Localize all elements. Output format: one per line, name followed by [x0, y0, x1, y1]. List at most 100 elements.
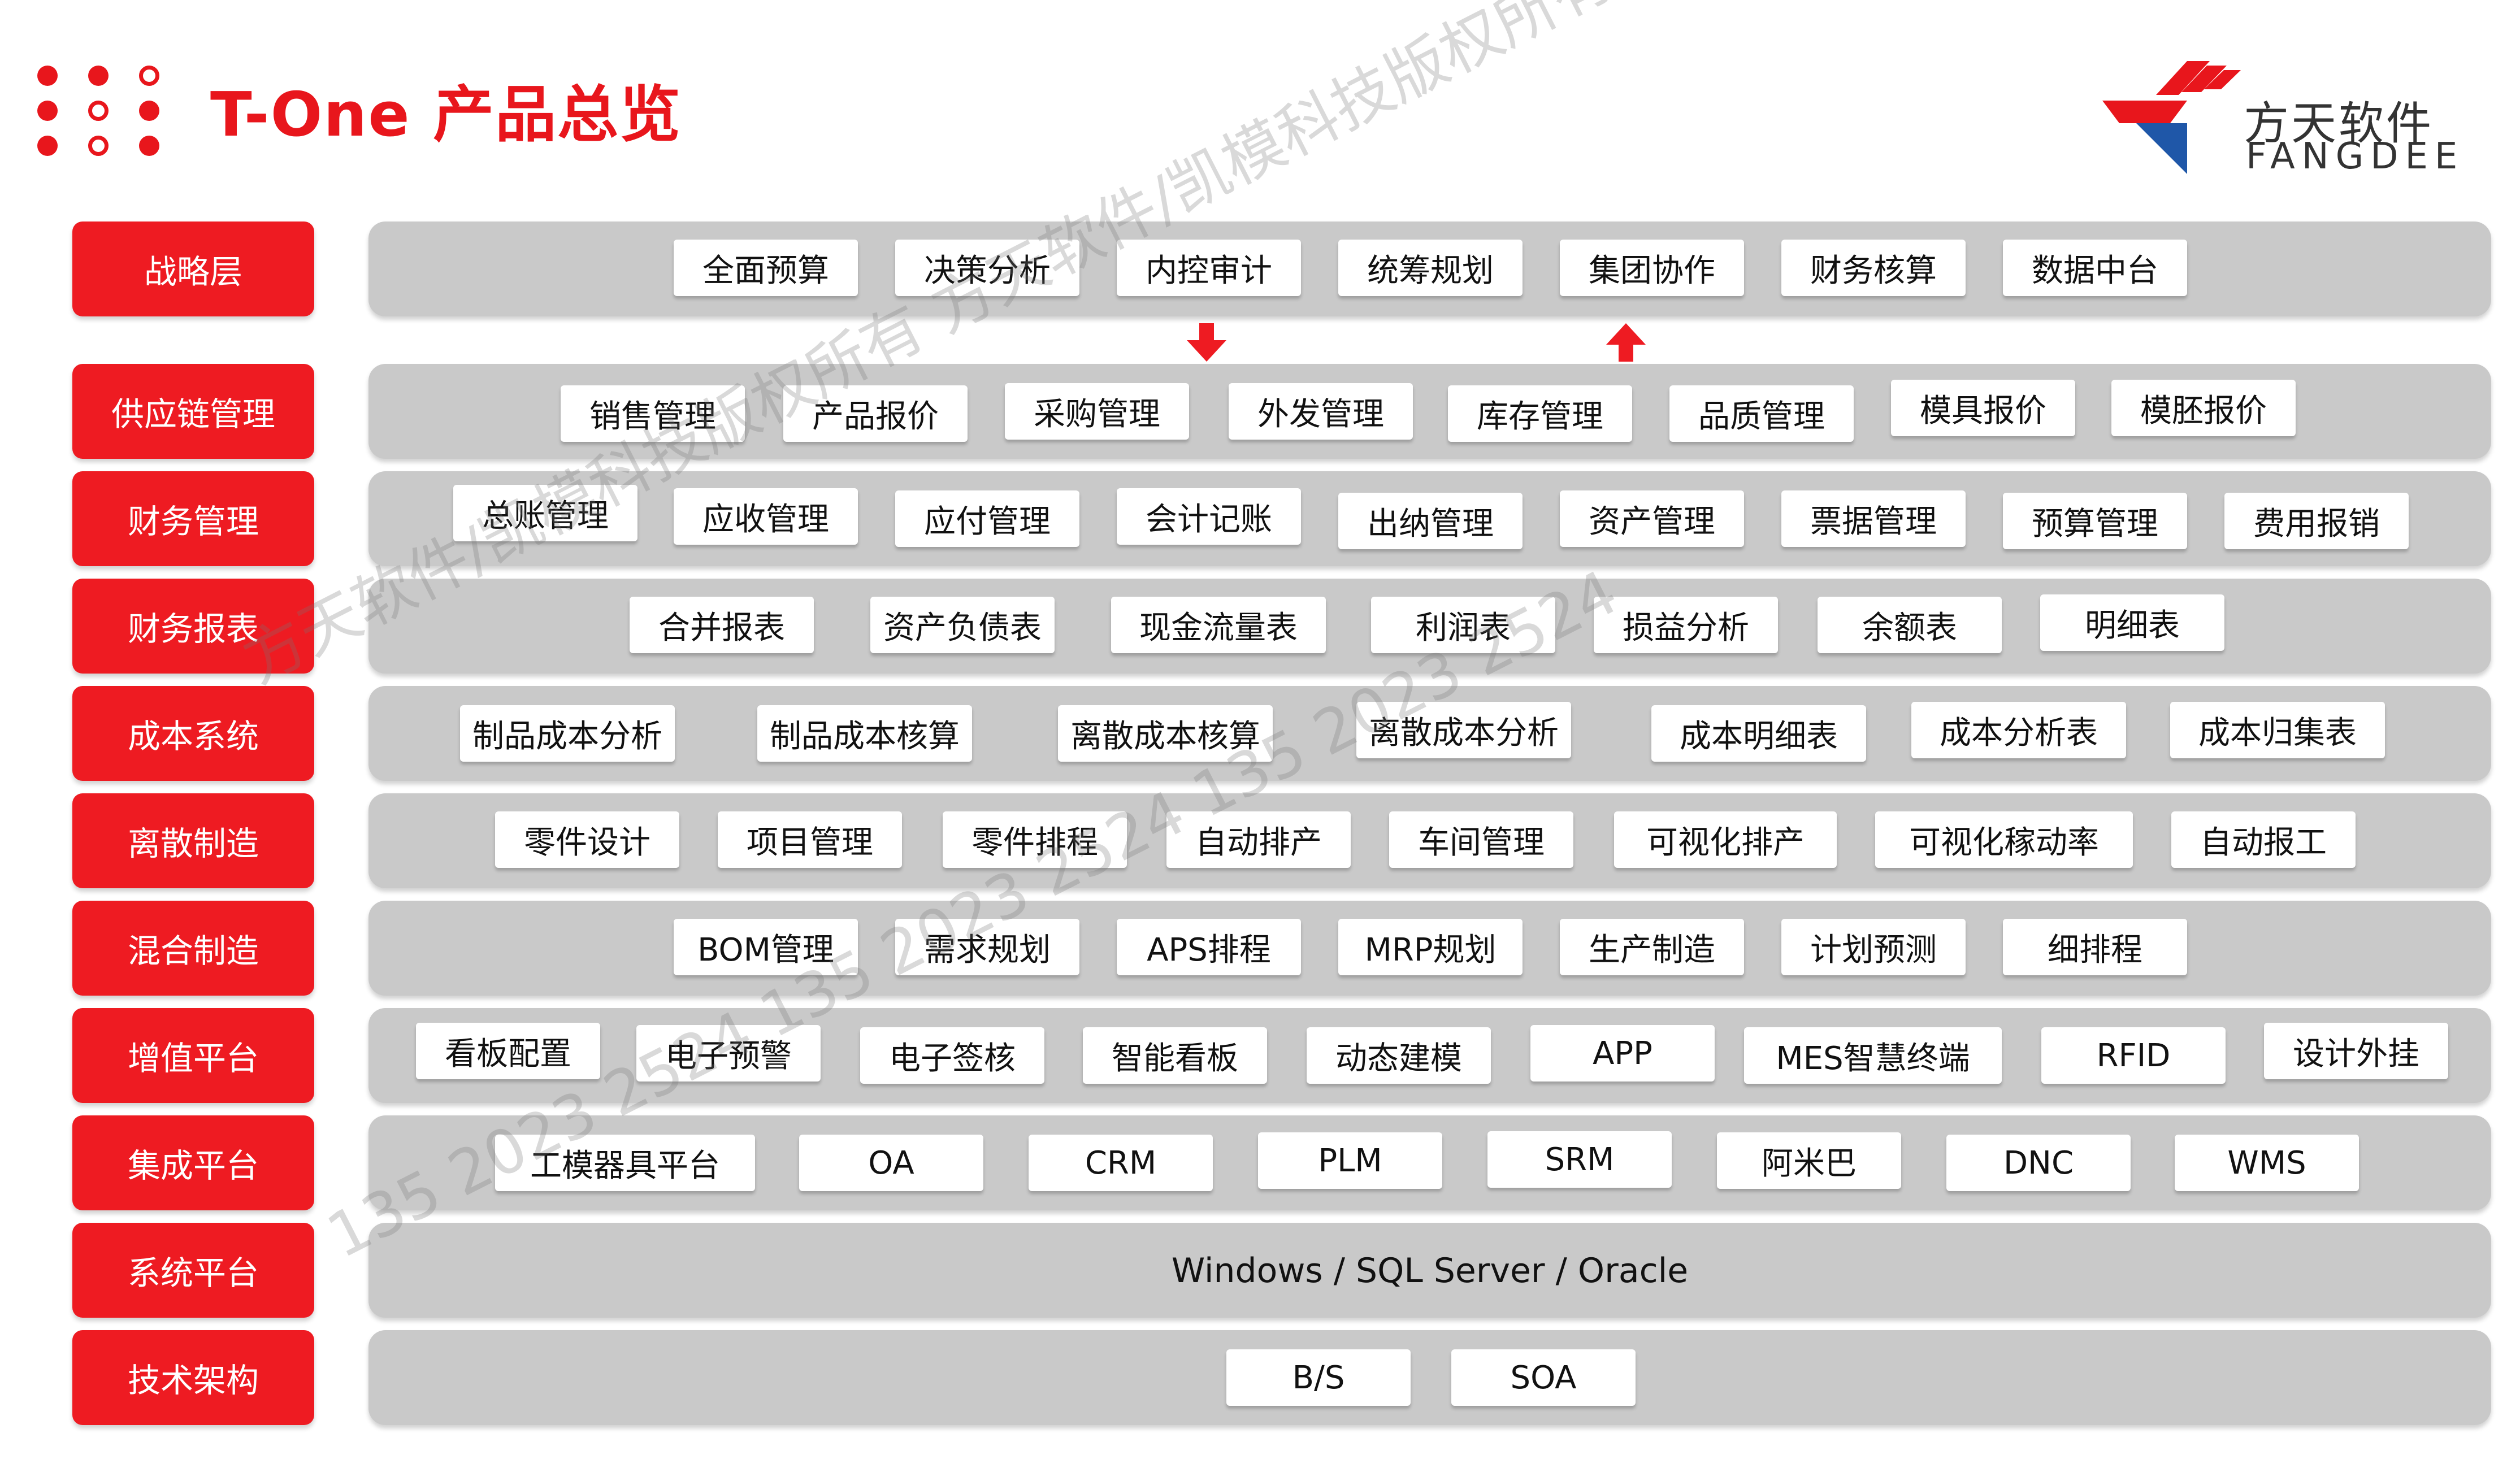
module-chip: 统筹规划: [1338, 240, 1523, 296]
layer-label: 成本系统: [72, 686, 314, 781]
module-chip: 余额表: [1818, 597, 2002, 653]
layer-label: 系统平台: [72, 1223, 314, 1318]
layer-label: 财务报表: [72, 579, 314, 674]
module-chip: 细排程: [2003, 919, 2187, 975]
module-chip: 合并报表: [630, 597, 814, 653]
module-chip: SRM: [1487, 1131, 1672, 1188]
module-chip: 阿米巴: [1717, 1132, 1901, 1189]
layer-band: 看板配置 电子预警 电子签核 智能看板 动态建模 APP MES智慧终端 RFI…: [368, 1008, 2491, 1103]
layer-label: 集成平台: [72, 1115, 314, 1210]
module-chip: DNC: [1946, 1135, 2131, 1191]
module-chip: BOM管理: [674, 919, 858, 975]
module-chip: MRP规划: [1338, 919, 1523, 975]
brand-dots-icon: [33, 61, 185, 163]
layer-system-platform: 系统平台 Windows / SQL Server / Oracle: [0, 1223, 2520, 1318]
layer-band: B/S SOA: [368, 1330, 2491, 1425]
layer-band: BOM管理 需求规划 APS排程 MRP规划 生产制造 计划预测 细排程: [368, 901, 2491, 996]
module-chip: 明细表: [2040, 594, 2224, 651]
module-chip: 看板配置: [416, 1023, 600, 1079]
layer-discrete-manufacturing: 离散制造 零件设计 项目管理 零件排程 自动排产 车间管理 可视化排产 可视化稼…: [0, 793, 2520, 888]
module-chip: 外发管理: [1229, 383, 1413, 440]
module-chip: 应收管理: [674, 488, 858, 545]
module-chip: 会计记账: [1117, 488, 1301, 545]
module-chip: 现金流量表: [1111, 597, 1326, 653]
module-chip: 电子签核: [860, 1027, 1044, 1084]
layer-band: 总账管理 应收管理 应付管理 会计记账 出纳管理 资产管理 票据管理 预算管理 …: [368, 471, 2491, 566]
module-chip: 票据管理: [1781, 490, 1966, 547]
company-logo: 方天软件 FANGDEE: [2102, 61, 2498, 177]
module-chip: 财务核算: [1781, 240, 1966, 296]
layer-finance: 财务管理 总账管理 应收管理 应付管理 会计记账 出纳管理 资产管理 票据管理 …: [0, 471, 2520, 566]
layer-label: 财务管理: [72, 471, 314, 566]
module-chip: 可视化排产: [1614, 811, 1837, 868]
module-chip: 利润表: [1371, 597, 1555, 653]
module-chip: RFID: [2041, 1027, 2226, 1084]
module-chip: 模胚报价: [2111, 380, 2296, 436]
module-chip: 模具报价: [1891, 380, 2075, 436]
page-title: T-One 产品总览: [210, 80, 682, 150]
module-chip: 资产管理: [1560, 490, 1744, 547]
layer-cost-system: 成本系统 制品成本分析 制品成本核算 离散成本核算 离散成本分析 成本明细表 成…: [0, 686, 2520, 781]
layer-band: 工模器具平台 OA CRM PLM SRM 阿米巴 DNC WMS: [368, 1115, 2491, 1210]
module-chip: 工模器具平台: [495, 1135, 755, 1191]
layer-band: 销售管理 产品报价 采购管理 外发管理 库存管理 品质管理 模具报价 模胚报价: [368, 364, 2491, 459]
module-chip: 总账管理: [453, 485, 637, 541]
module-chip: 需求规划: [895, 919, 1079, 975]
module-chip: 成本归集表: [2170, 702, 2385, 758]
arrow-up-icon: [1606, 323, 1646, 362]
module-chip: 离散成本核算: [1058, 705, 1273, 762]
module-chip: SOA: [1451, 1349, 1636, 1406]
platform-text: Windows / SQL Server / Oracle: [1171, 1251, 1689, 1291]
layer-band: 零件设计 项目管理 零件排程 自动排产 车间管理 可视化排产 可视化稼动率 自动…: [368, 793, 2491, 888]
module-chip: CRM: [1029, 1135, 1213, 1191]
layer-label: 战略层: [72, 221, 314, 316]
module-chip: 车间管理: [1389, 811, 1573, 868]
module-chip: 动态建模: [1307, 1027, 1491, 1084]
module-chip: 应付管理: [895, 490, 1079, 547]
layer-supply-chain: 供应链管理 销售管理 产品报价 采购管理 外发管理 库存管理 品质管理 模具报价…: [0, 364, 2520, 459]
module-chip: 制品成本分析: [460, 705, 675, 762]
module-chip: 可视化稼动率: [1875, 811, 2133, 868]
logo-mark-icon: [2102, 61, 2241, 174]
module-chip: 预算管理: [2003, 493, 2187, 549]
module-chip: 决策分析: [895, 240, 1079, 296]
logo-text-cn: 方天软件: [2244, 97, 2434, 150]
module-chip: 电子预警: [636, 1025, 821, 1082]
module-chip: 计划预测: [1781, 919, 1966, 975]
module-chip: B/S: [1226, 1349, 1411, 1406]
module-chip: 数据中台: [2003, 240, 2187, 296]
logo-text-en: FANGDEE: [2246, 136, 2465, 177]
layer-band: 合并报表 资产负债表 现金流量表 利润表 损益分析 余额表 明细表: [368, 579, 2491, 674]
layer-value-added-platform: 增值平台 看板配置 电子预警 电子签核 智能看板 动态建模 APP MES智慧终…: [0, 1008, 2520, 1103]
layer-band: 制品成本分析 制品成本核算 离散成本核算 离散成本分析 成本明细表 成本分析表 …: [368, 686, 2491, 781]
layer-financial-reports: 财务报表 合并报表 资产负债表 现金流量表 利润表 损益分析 余额表 明细表: [0, 579, 2520, 674]
layer-band: 全面预算 决策分析 内控审计 统筹规划 集团协作 财务核算 数据中台: [368, 221, 2491, 316]
layer-hybrid-manufacturing: 混合制造 BOM管理 需求规划 APS排程 MRP规划 生产制造 计划预测 细排…: [0, 901, 2520, 996]
module-chip: 资产负债表: [870, 597, 1055, 653]
module-chip: 产品报价: [783, 385, 968, 442]
layer-label: 供应链管理: [72, 364, 314, 459]
layer-label: 技术架构: [72, 1330, 314, 1425]
layer-strategy: 战略层 全面预算 决策分析 内控审计 统筹规划 集团协作 财务核算 数据中台: [0, 221, 2520, 316]
module-chip: 成本明细表: [1651, 705, 1866, 762]
module-chip: 出纳管理: [1338, 493, 1523, 549]
module-chip: 采购管理: [1005, 383, 1189, 440]
module-chip: 集团协作: [1560, 240, 1744, 296]
module-chip: 全面预算: [674, 240, 858, 296]
module-chip: WMS: [2175, 1135, 2359, 1191]
module-chip: 销售管理: [561, 385, 745, 442]
module-chip: 离散成本分析: [1356, 702, 1571, 758]
module-chip: 损益分析: [1594, 597, 1778, 653]
layer-label: 离散制造: [72, 793, 314, 888]
module-chip: OA: [799, 1135, 983, 1191]
module-chip: 费用报销: [2224, 493, 2409, 549]
module-chip: 设计外挂: [2264, 1023, 2448, 1079]
module-chip: 零件排程: [943, 811, 1127, 868]
layer-integration-platform: 集成平台 工模器具平台 OA CRM PLM SRM 阿米巴 DNC WMS: [0, 1115, 2520, 1210]
module-chip: 生产制造: [1560, 919, 1744, 975]
module-chip: APP: [1530, 1025, 1715, 1082]
module-chip: 品质管理: [1669, 385, 1854, 442]
module-chip: 内控审计: [1117, 240, 1301, 296]
module-chip: APS排程: [1117, 919, 1301, 975]
module-chip: 项目管理: [718, 811, 902, 868]
